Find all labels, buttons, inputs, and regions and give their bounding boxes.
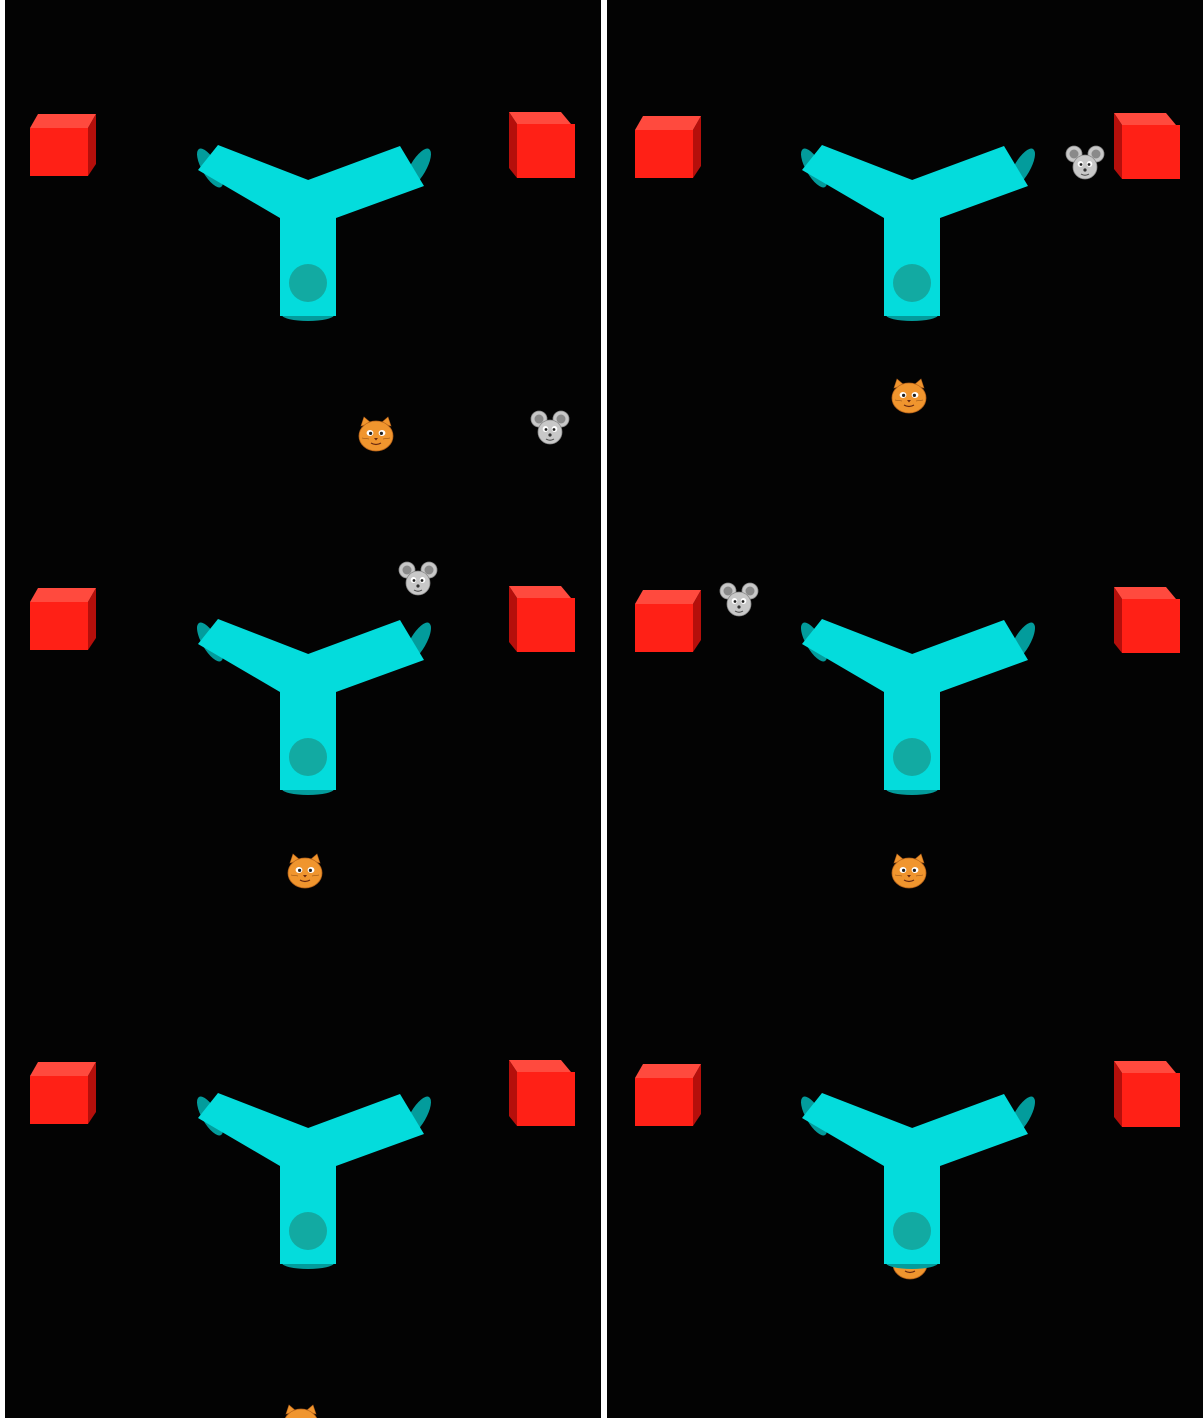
game-frame [5,0,601,474]
mouse-face-icon [719,582,759,618]
y-maze [796,619,1040,795]
y-maze [192,1093,436,1269]
red-box-icon [635,590,701,652]
red-box-icon [509,1060,575,1126]
scene [607,948,1203,1418]
game-panel-left [5,0,601,1418]
game-frame [607,474,1203,948]
red-box-icon [635,116,701,178]
scene [5,0,601,474]
cat-face-icon [285,853,325,889]
game-frame [5,948,601,1418]
cat-face-icon [889,853,929,889]
red-box-icon [30,1062,96,1124]
red-box-icon [1114,113,1180,179]
game-frame [607,948,1203,1418]
red-box-icon [30,588,96,650]
mouse-face-icon [398,561,438,597]
red-box-icon [1114,587,1180,653]
scene [5,948,601,1418]
red-box-icon [1114,1061,1180,1127]
cat-face-icon [356,416,396,452]
cat-face-icon [889,378,929,414]
y-maze [796,145,1040,321]
y-maze [192,145,436,321]
red-box-icon [635,1064,701,1126]
red-box-icon [509,112,575,178]
y-maze [192,619,436,795]
mouse-face-icon [530,410,570,446]
mouse-face-icon [1065,145,1105,181]
game-frame [607,0,1203,474]
red-box-icon [30,114,96,176]
red-box-icon [509,586,575,652]
cat-face-icon [281,1404,321,1418]
game-frame [5,474,601,948]
y-maze [796,1093,1040,1269]
game-panel-right [607,0,1203,1418]
